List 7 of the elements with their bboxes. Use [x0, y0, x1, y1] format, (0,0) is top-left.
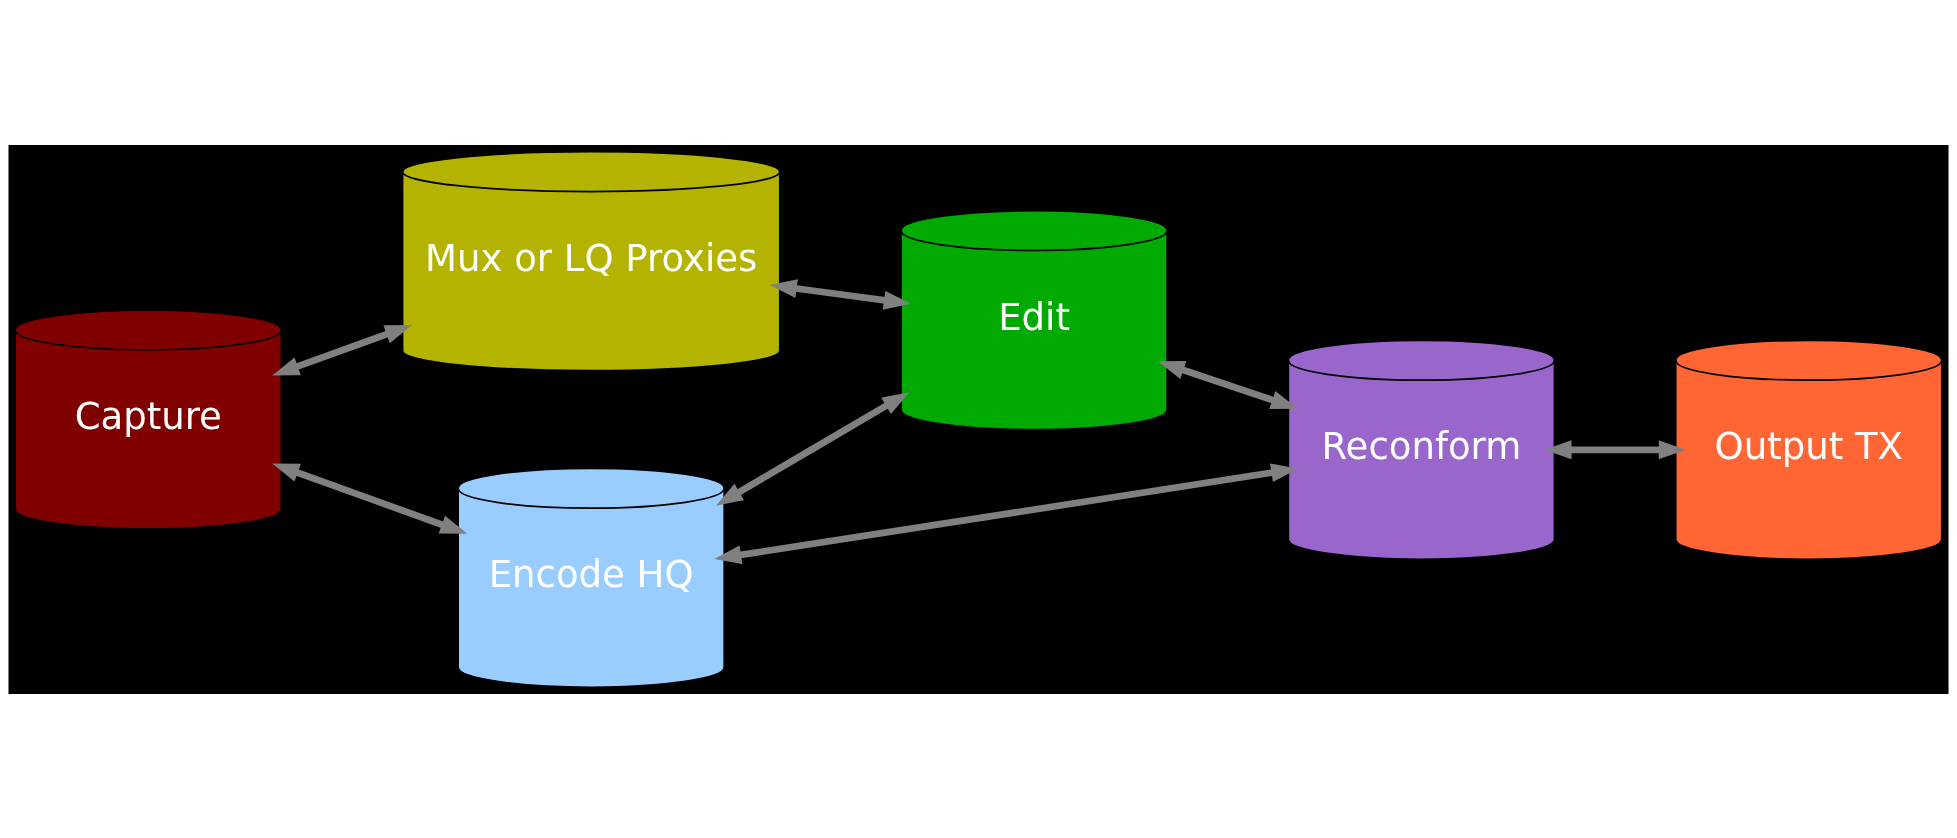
- arrow: [272, 324, 413, 375]
- arrow: [1544, 439, 1686, 459]
- arrow: [272, 463, 468, 534]
- arrow: [715, 391, 910, 506]
- arrow: [769, 278, 911, 310]
- arrow: [1157, 360, 1298, 409]
- arrow: [714, 462, 1299, 564]
